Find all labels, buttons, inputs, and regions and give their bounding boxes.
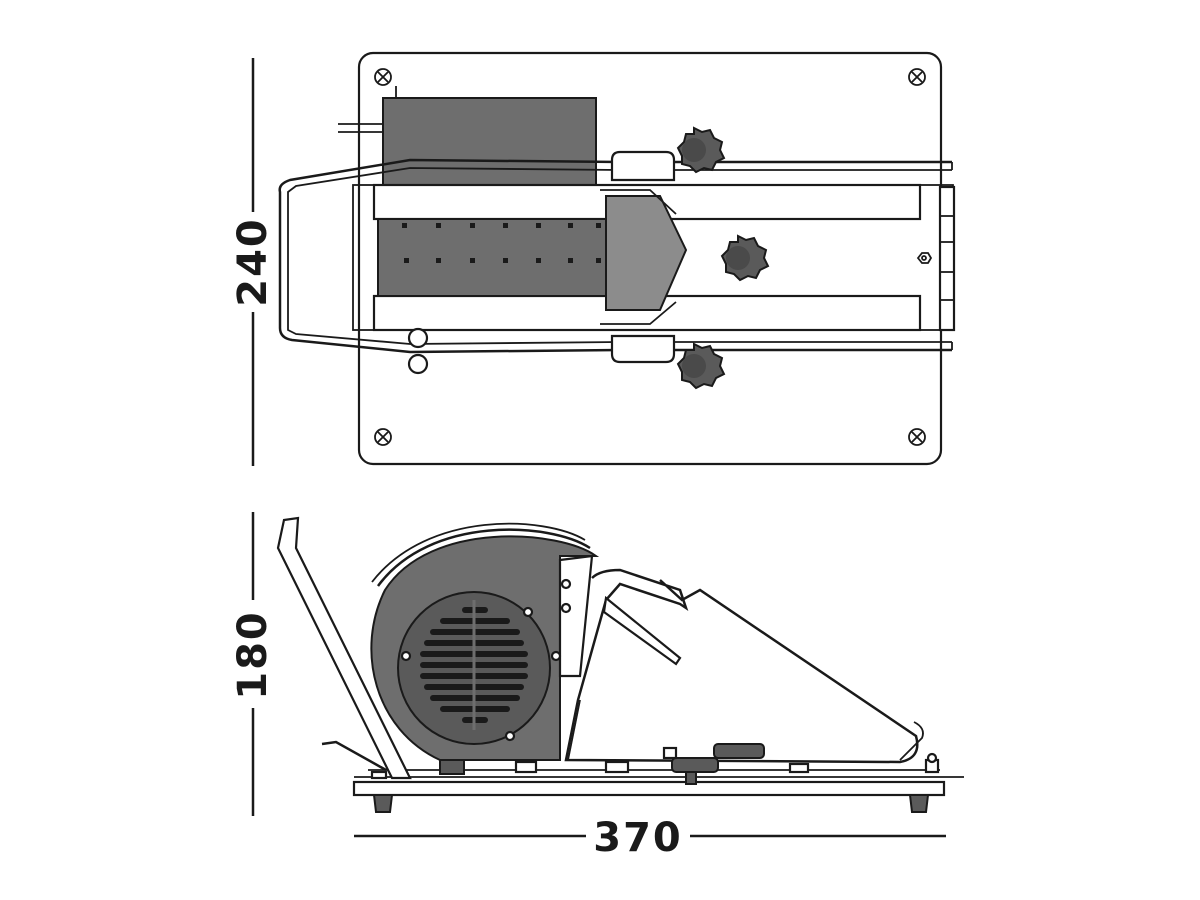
adjust-knob-icon: [676, 342, 726, 390]
dimension-height-label: 180: [230, 610, 276, 700]
top-view: [278, 51, 956, 466]
adjust-knob-icon: [720, 234, 770, 282]
adjust-knob-icon: [662, 743, 765, 785]
base-screw-icon: [514, 760, 538, 774]
dimension-width-label: 370: [593, 815, 683, 861]
base-screw-icon: [604, 760, 630, 774]
base-screw-icon: [788, 762, 810, 774]
side-view-base-plate: [352, 780, 946, 797]
tray-slots: [402, 223, 601, 263]
heating-tray: [377, 218, 607, 297]
side-view: [276, 516, 964, 813]
hex-nut-icon: [916, 252, 933, 264]
corner-screw-icon: [908, 428, 926, 446]
carry-handle: [278, 158, 952, 354]
corner-screw-icon: [908, 68, 926, 86]
corner-screw-icon: [374, 428, 392, 446]
adjust-knob-icon: [676, 126, 726, 174]
clamp-bracket: [605, 195, 688, 311]
base-screw-icon: [370, 770, 388, 780]
blower-housing-top: [382, 97, 597, 189]
dimension-depth: 240: [230, 58, 276, 466]
base-screw-icon: [924, 752, 940, 774]
tray-side: [564, 568, 919, 764]
dimension-height: 180: [230, 512, 276, 816]
corner-screw-icon: [374, 68, 392, 86]
handle-side: [276, 516, 412, 780]
dimension-depth-label: 240: [230, 217, 276, 307]
dimension-width: 370: [354, 815, 946, 861]
